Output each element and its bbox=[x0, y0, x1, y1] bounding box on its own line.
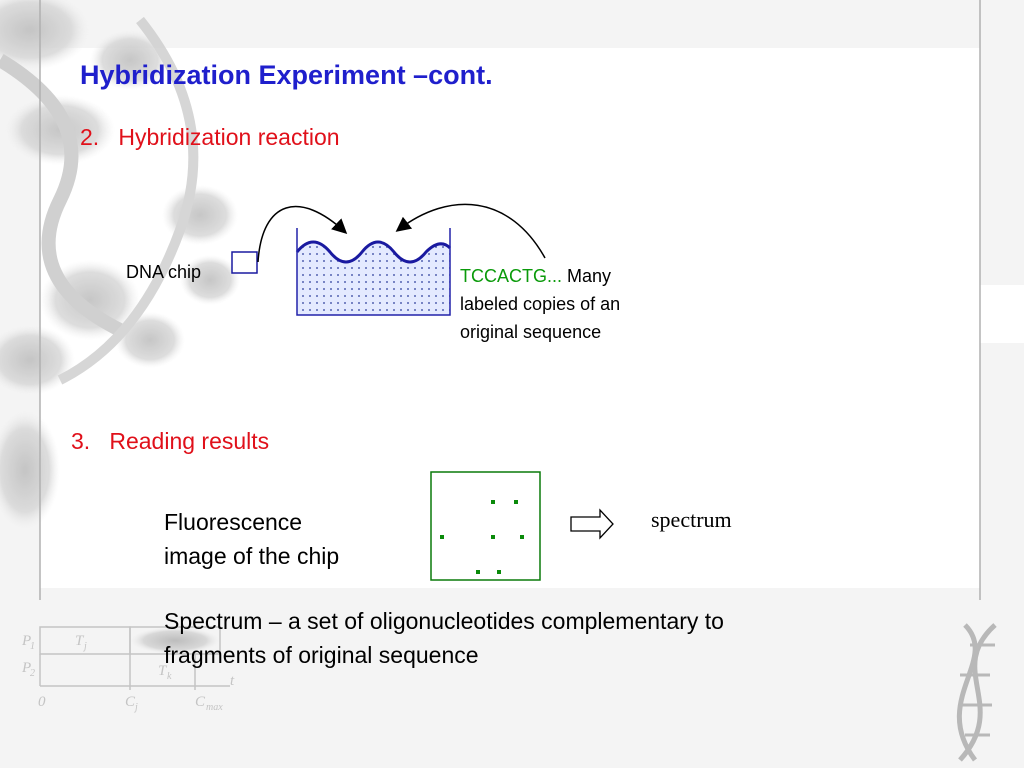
gantt-axis-sub-2: max bbox=[206, 702, 223, 713]
dna-helix-decoration bbox=[956, 623, 997, 762]
definition-line2: fragments of original sequence bbox=[164, 642, 479, 668]
gantt-cell-label-1: T bbox=[75, 633, 85, 649]
sequence-block: TCCACTG... Many labeled copies of an ori… bbox=[460, 262, 690, 346]
gantt-cell-sub-2: k bbox=[167, 671, 172, 682]
gantt-row-label-1: P bbox=[21, 633, 31, 649]
step-2-label: Hybridization reaction bbox=[118, 124, 340, 150]
spectrum-definition: Spectrum – a set of oligonucleotides com… bbox=[164, 604, 724, 672]
step-3-heading: 3. Reading results bbox=[71, 428, 269, 455]
gantt-labels: P 1 P 2 T j T k 0 C j C max t bbox=[21, 633, 235, 713]
spectrum-label: spectrum bbox=[651, 507, 732, 532]
definition-line1: Spectrum – a set of oligonucleotides com… bbox=[164, 608, 724, 634]
dna-decoration bbox=[0, 0, 240, 530]
gantt-axis-label-1: C bbox=[125, 694, 136, 710]
gantt-cell-label-2: T bbox=[158, 663, 168, 679]
gantt-row-sub-1: 1 bbox=[30, 641, 35, 652]
fluorescence-line1: Fluorescence bbox=[164, 509, 303, 535]
fluorescence-image bbox=[430, 471, 541, 581]
sequence-desc-line3: original sequence bbox=[460, 322, 602, 342]
gantt-axis-label-2: C bbox=[195, 694, 206, 710]
liquid-fill bbox=[297, 242, 450, 315]
fluorescence-line2: image of the chip bbox=[164, 543, 340, 569]
fluorescence-dots bbox=[440, 500, 524, 574]
gantt-axis-label-3: t bbox=[230, 673, 235, 689]
liquid-surface bbox=[295, 240, 452, 264]
fluorescence-caption: Fluorescence image of the chip bbox=[164, 505, 339, 573]
dna-chip-square bbox=[231, 251, 258, 274]
step-3-number: 3. bbox=[71, 428, 91, 454]
gantt-row-sub-2: 2 bbox=[30, 668, 35, 679]
step-3-label: Reading results bbox=[109, 428, 270, 454]
dna-chip-label: DNA chip bbox=[126, 262, 202, 282]
block-arrow-icon bbox=[570, 508, 614, 540]
step-2-number: 2. bbox=[80, 124, 100, 150]
gantt-axis-sub-1: j bbox=[133, 702, 138, 713]
gantt-row-label-2: P bbox=[21, 660, 31, 676]
gantt-decoration bbox=[39, 626, 230, 690]
sequence-arrow bbox=[395, 203, 546, 259]
gantt-axis-label-0: 0 bbox=[38, 694, 46, 710]
sequence-desc-line2: labeled copies of an bbox=[460, 294, 621, 314]
sequence-text: TCCACTG... bbox=[460, 266, 562, 286]
container-outline bbox=[296, 228, 451, 316]
gantt-cell-sub-1: j bbox=[82, 641, 87, 652]
sequence-desc-line1: Many bbox=[567, 266, 612, 286]
chip-arrow bbox=[257, 205, 348, 263]
slide-title: Hybridization Experiment –cont. bbox=[80, 60, 493, 90]
step-2-heading: 2. Hybridization reaction bbox=[80, 124, 340, 151]
